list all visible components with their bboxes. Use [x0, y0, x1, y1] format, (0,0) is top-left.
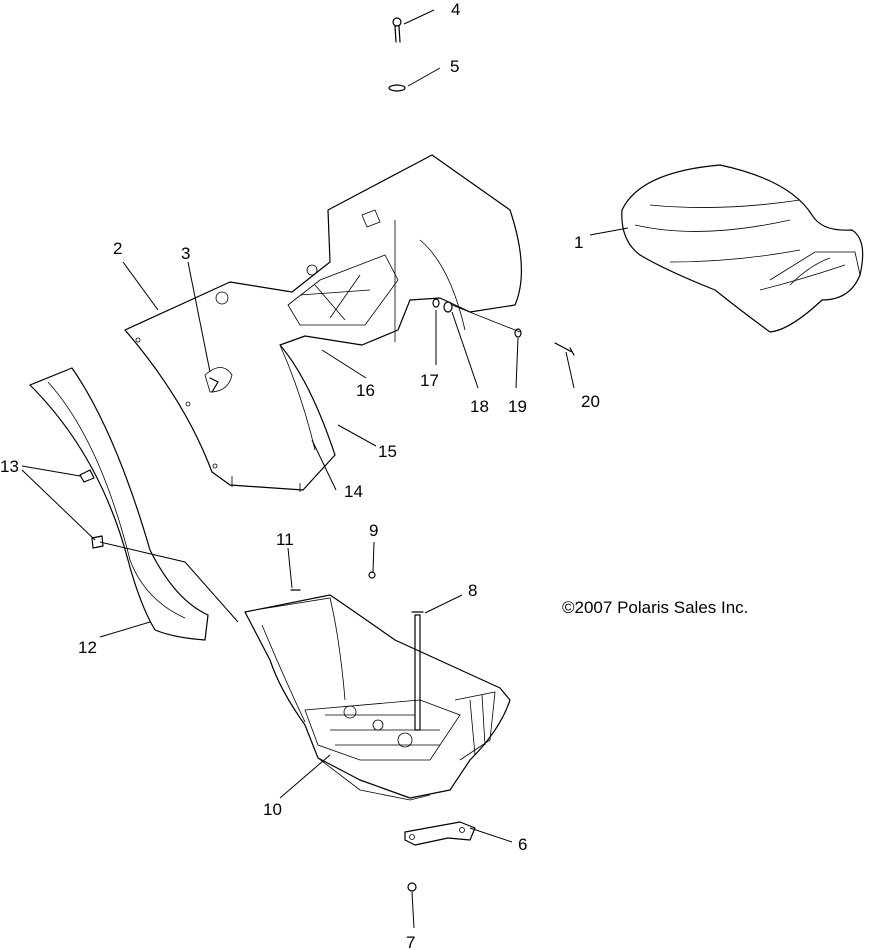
parts-17-20-hardware [432, 298, 575, 356]
callout-15: 15 [378, 442, 397, 461]
part-3-fastener [204, 367, 233, 393]
callout-6: 6 [518, 835, 527, 854]
callout-12: 12 [78, 638, 97, 657]
part-10-footwell [244, 594, 511, 801]
callout-18: 18 [470, 397, 489, 416]
part-1-seat [621, 164, 864, 333]
callout-20: 20 [581, 392, 600, 411]
copyright-notice: ©2007 Polaris Sales Inc. [562, 598, 748, 617]
callout-14: 14 [344, 482, 363, 501]
callout-2: 2 [113, 239, 122, 258]
callout-19: 19 [508, 397, 527, 416]
callout-16: 16 [356, 381, 375, 400]
part-7-nut [407, 882, 417, 892]
callout-17: 17 [420, 371, 439, 390]
callout-13: 13 [0, 457, 19, 476]
part-6-bracket [404, 821, 476, 846]
callout-10: 10 [263, 800, 282, 819]
callout-1: 1 [574, 233, 583, 252]
callout-5: 5 [450, 57, 459, 76]
part-4-screw [392, 17, 402, 43]
callout-7: 7 [406, 933, 415, 950]
part-12-flap [29, 367, 209, 641]
part-13-clips [79, 469, 104, 549]
part-2-rear-fender [124, 154, 522, 492]
callout-9: 9 [369, 521, 378, 540]
callout-3: 3 [181, 244, 190, 263]
callout-4: 4 [451, 0, 460, 19]
callout-11: 11 [276, 530, 294, 549]
callout-8: 8 [468, 581, 477, 600]
part-5-clip [388, 84, 406, 92]
leader-lines [21, 9, 629, 929]
parts-8-9-11-hardware [290, 571, 424, 731]
